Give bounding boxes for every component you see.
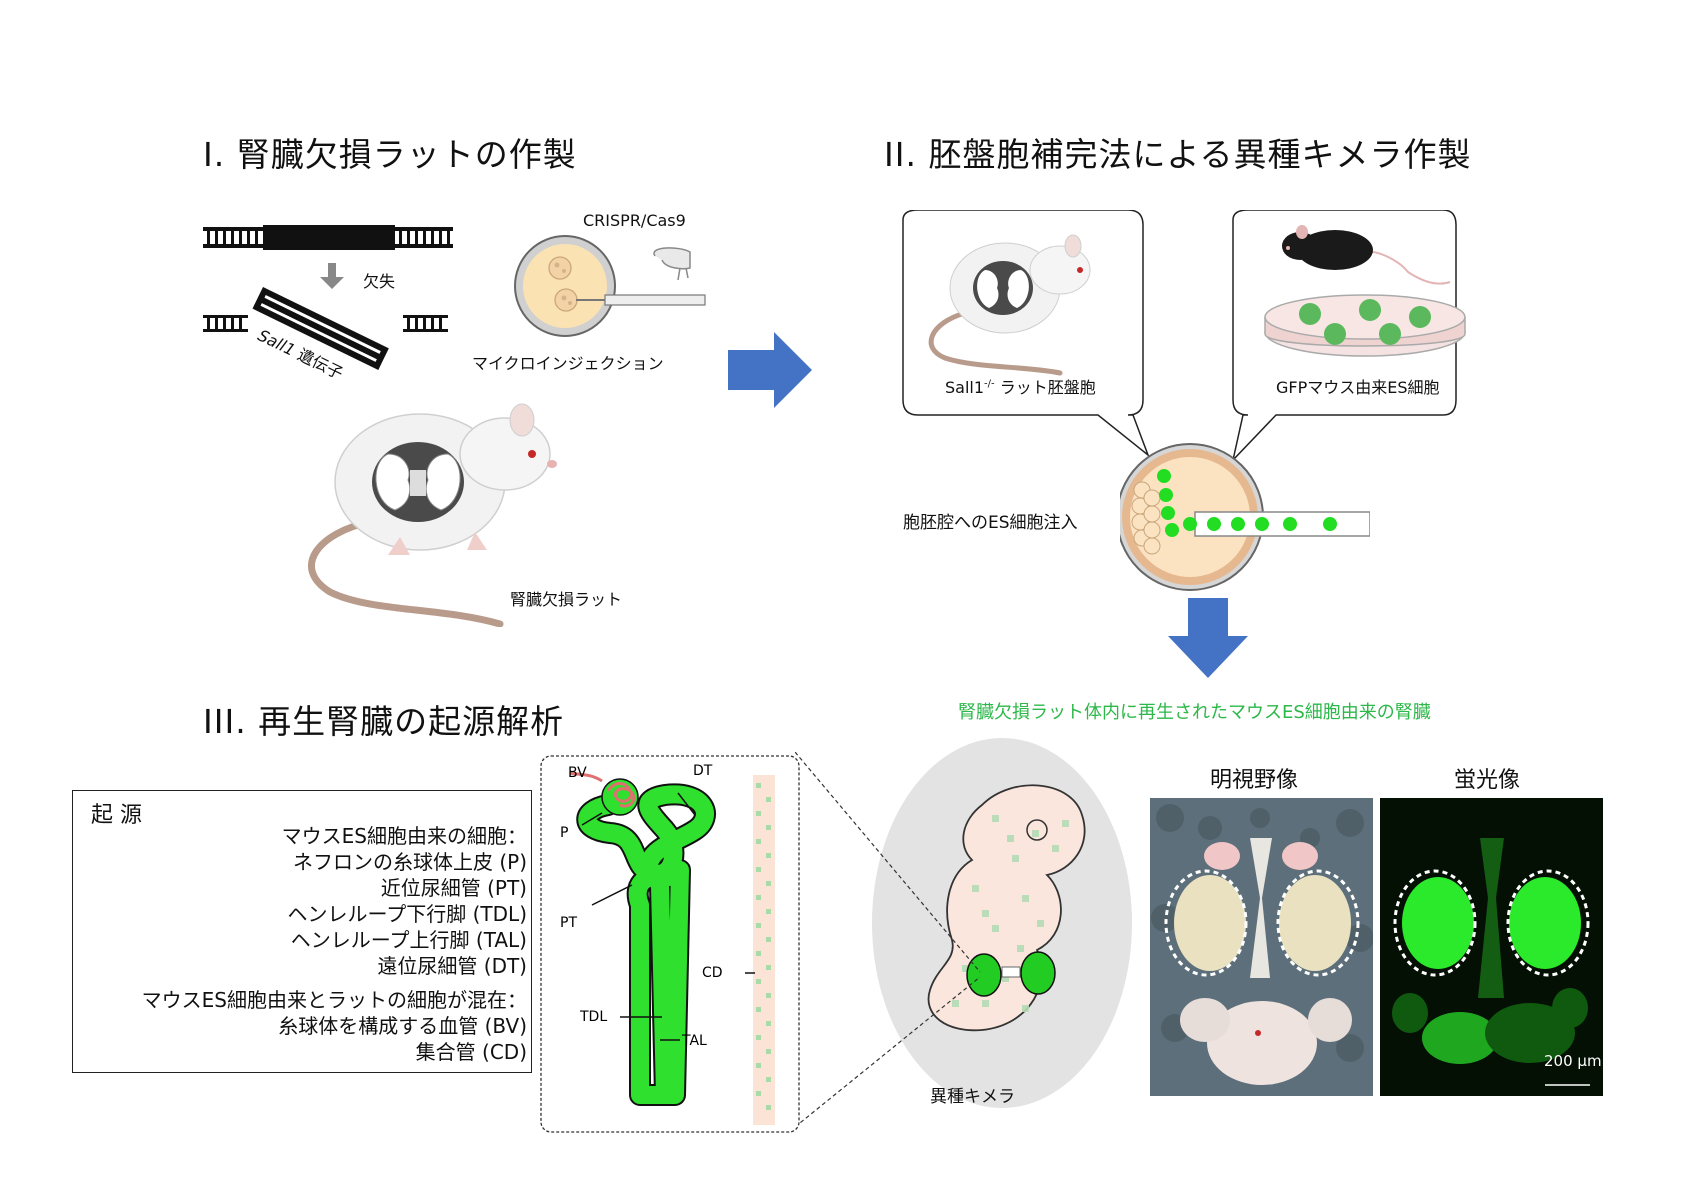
result-caption: 腎臓欠損ラット体内に再生されたマウスES細胞由来の腎臓 [958,702,1431,723]
fluorescence-label: 蛍光像 [1454,768,1521,793]
origin-line: 糸球体を構成する血管 (BV) [278,1014,527,1038]
zoom-connector [795,752,981,1128]
origin-box: 起 源 マウスES細胞由来の細胞： ネフロンの糸球体上皮 (P) 近位尿細管 (… [72,790,532,1073]
label-p: P [560,825,568,841]
collecting-duct [753,775,775,1125]
sall1-blastocyst-label: Sall1-/- ラット胚盤胞 [945,378,1096,397]
section2-title: II. 胚盤胞補完法による異種キメラ作製 [884,135,1472,174]
origin-line: ネフロンの糸球体上皮 (P) [292,850,527,874]
kidney-cutout-icon [372,442,464,522]
label-bv: BV [568,765,587,781]
microinjection-dish [514,235,706,337]
nephron-diagram: BV DT P PT CD TDL TAL [540,755,800,1133]
crispr-label: CRISPR/Cas9 [583,211,686,230]
section1-title: I. 腎臓欠損ラットの作製 [203,135,577,174]
deletion-label: 欠失 [363,272,396,291]
excised-sall1-segment [252,287,389,370]
label-tdl: TDL [579,1009,607,1025]
kidney-deficient-rat-illustration [308,403,557,627]
label-tal: TAL [681,1033,707,1049]
dna-strand-top [203,225,453,250]
brightfield-image [1150,798,1373,1096]
microinjection-label: マイクロインジェクション [472,354,664,373]
sall1-rat-illustration [928,234,1091,376]
gfp-es-label: GFPマウス由来ES細胞 [1276,378,1440,397]
chimera-kidney-icon [966,951,1056,997]
origin-line: ヘンレループ下行脚 (TDL) [287,902,527,926]
injected-es-cells [1157,469,1179,537]
blastocyst-injection [1120,443,1370,591]
right-arrow-icon [728,332,812,408]
label-dt: DT [693,763,713,779]
gfp-mouse-es-dish-illustration [1264,225,1466,357]
chimera-label: 異種キメラ [930,1087,1015,1107]
origin-list-mixed: マウスES細胞由来とラットの細胞が混在： 糸球体を構成する血管 (BV) 集合管… [142,987,527,1065]
label-cd: CD [702,965,723,981]
origin-list-mouse: マウスES細胞由来の細胞： ネフロンの糸球体上皮 (P) 近位尿細管 (PT) … [282,823,527,979]
origin-line: 近位尿細管 (PT) [380,876,527,900]
es-cell-dish [1264,294,1466,357]
origin-line: マウスES細胞由来とラットの細胞が混在： [141,988,527,1012]
origin-line: 遠位尿細管 (DT) [377,954,527,978]
scale-bar-label: 200 μm [1544,1052,1602,1070]
glomerulus-icon [569,771,639,816]
dna-strand-remaining [203,315,448,332]
origin-heading: 起 源 [91,803,142,828]
origin-line: マウスES細胞由来の細胞： [281,824,527,848]
dna-deletion-diagram [203,225,453,370]
fluorescence-image [1380,798,1603,1096]
injection-label: 胞胚腔へのES細胞注入 [903,513,1078,533]
mouse-icon [1282,225,1451,285]
origin-line: 集合管 (CD) [415,1040,527,1064]
chimera-embryo-illustration [872,738,1132,1108]
label-pt: PT [560,915,577,931]
rat-label: 腎臓欠損ラット [510,590,623,609]
down-arrow-icon [320,263,344,289]
down-arrow-icon [1168,598,1248,678]
brightfield-label: 明視野像 [1210,768,1299,793]
origin-line: ヘンレループ上行脚 (TAL) [290,928,527,952]
section3-title: III. 再生腎臓の起源解析 [203,702,565,741]
